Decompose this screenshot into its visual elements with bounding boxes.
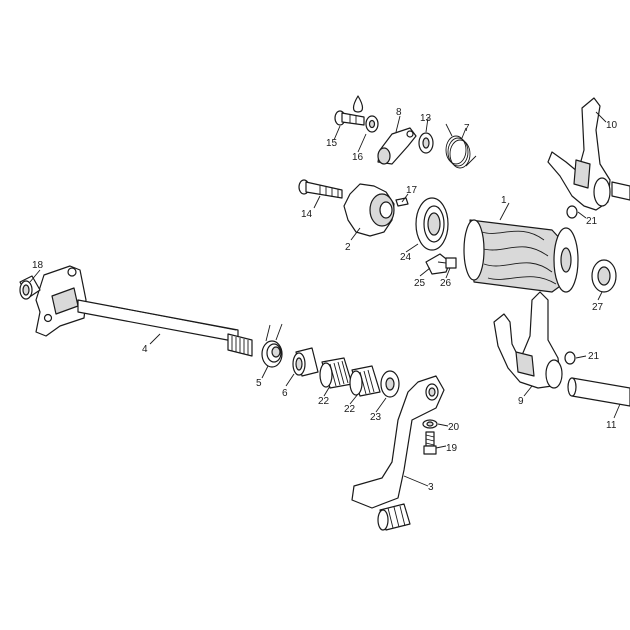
part-23-washer[interactable]	[380, 370, 400, 398]
oil-drop-icon	[352, 95, 364, 113]
part-14-bolt[interactable]	[298, 179, 343, 199]
part-21-guide-pin-b[interactable]	[564, 351, 576, 365]
callout-20: 20	[448, 422, 460, 433]
callout-9: 9	[518, 396, 524, 407]
part-22-needle-bearing-b[interactable]	[349, 365, 381, 397]
callout-23: 23	[370, 412, 382, 423]
part-27-bearing[interactable]	[591, 259, 617, 293]
part-21-guide-pin-a[interactable]	[566, 205, 578, 219]
callout-11: 11	[606, 420, 617, 431]
callout-22-right: 22	[344, 404, 356, 415]
part-5-return-spring[interactable]	[261, 323, 283, 368]
part-6-collar[interactable]	[292, 347, 319, 377]
part-19-bolt[interactable]	[423, 431, 437, 455]
part-1-shift-drum[interactable]	[463, 219, 579, 293]
callout-27: 27	[592, 302, 604, 313]
callout-26: 26	[440, 278, 452, 289]
part-18-bushing[interactable]	[19, 275, 41, 300]
part-4-shift-shaft[interactable]	[35, 265, 253, 357]
callout-1: 1	[501, 195, 507, 206]
callout-3: 3	[428, 482, 434, 493]
callout-6: 6	[282, 388, 288, 399]
part-3-shift-lever[interactable]	[351, 375, 445, 531]
callout-8: 8	[396, 107, 402, 118]
callout-7: 7	[464, 123, 470, 134]
callout-22-left: 22	[318, 396, 330, 407]
callout-13: 13	[420, 113, 432, 124]
callout-21-lower: 21	[588, 351, 600, 362]
part-20-washer[interactable]	[422, 419, 438, 429]
part-7-stopper-spring[interactable]	[445, 123, 477, 169]
callout-10: 10	[606, 120, 618, 131]
callout-labels: 1 2 3 4 5 6 7 8 9 10 11 13 14 15 16 17 1…	[32, 107, 618, 493]
part-8-stopper-arm[interactable]	[377, 127, 417, 165]
part-9-shift-fork[interactable]	[493, 291, 563, 389]
callout-24: 24	[400, 252, 412, 263]
part-26-screw[interactable]	[437, 257, 457, 269]
callout-19: 19	[446, 443, 458, 454]
callout-17: 17	[406, 185, 418, 196]
part-22-needle-bearing-a[interactable]	[319, 357, 353, 389]
leader-lines	[29, 111, 621, 487]
part-10-shift-fork[interactable]	[547, 97, 611, 211]
part-15-bolt[interactable]	[334, 110, 365, 126]
callout-5: 5	[256, 378, 262, 389]
callout-21-upper: 21	[586, 216, 598, 227]
part-11-fork-shaft[interactable]	[567, 181, 630, 407]
part-2-star-cam[interactable]	[343, 183, 395, 237]
part-16-washer[interactable]	[365, 115, 379, 133]
callout-4: 4	[142, 344, 148, 355]
part-24-bearing[interactable]	[415, 197, 449, 251]
callout-18: 18	[32, 260, 44, 271]
callout-25: 25	[414, 278, 426, 289]
callout-2: 2	[345, 242, 351, 253]
part-13-collar[interactable]	[418, 132, 434, 154]
callout-16: 16	[352, 152, 364, 163]
callout-15: 15	[326, 138, 338, 149]
callout-14: 14	[301, 209, 313, 220]
